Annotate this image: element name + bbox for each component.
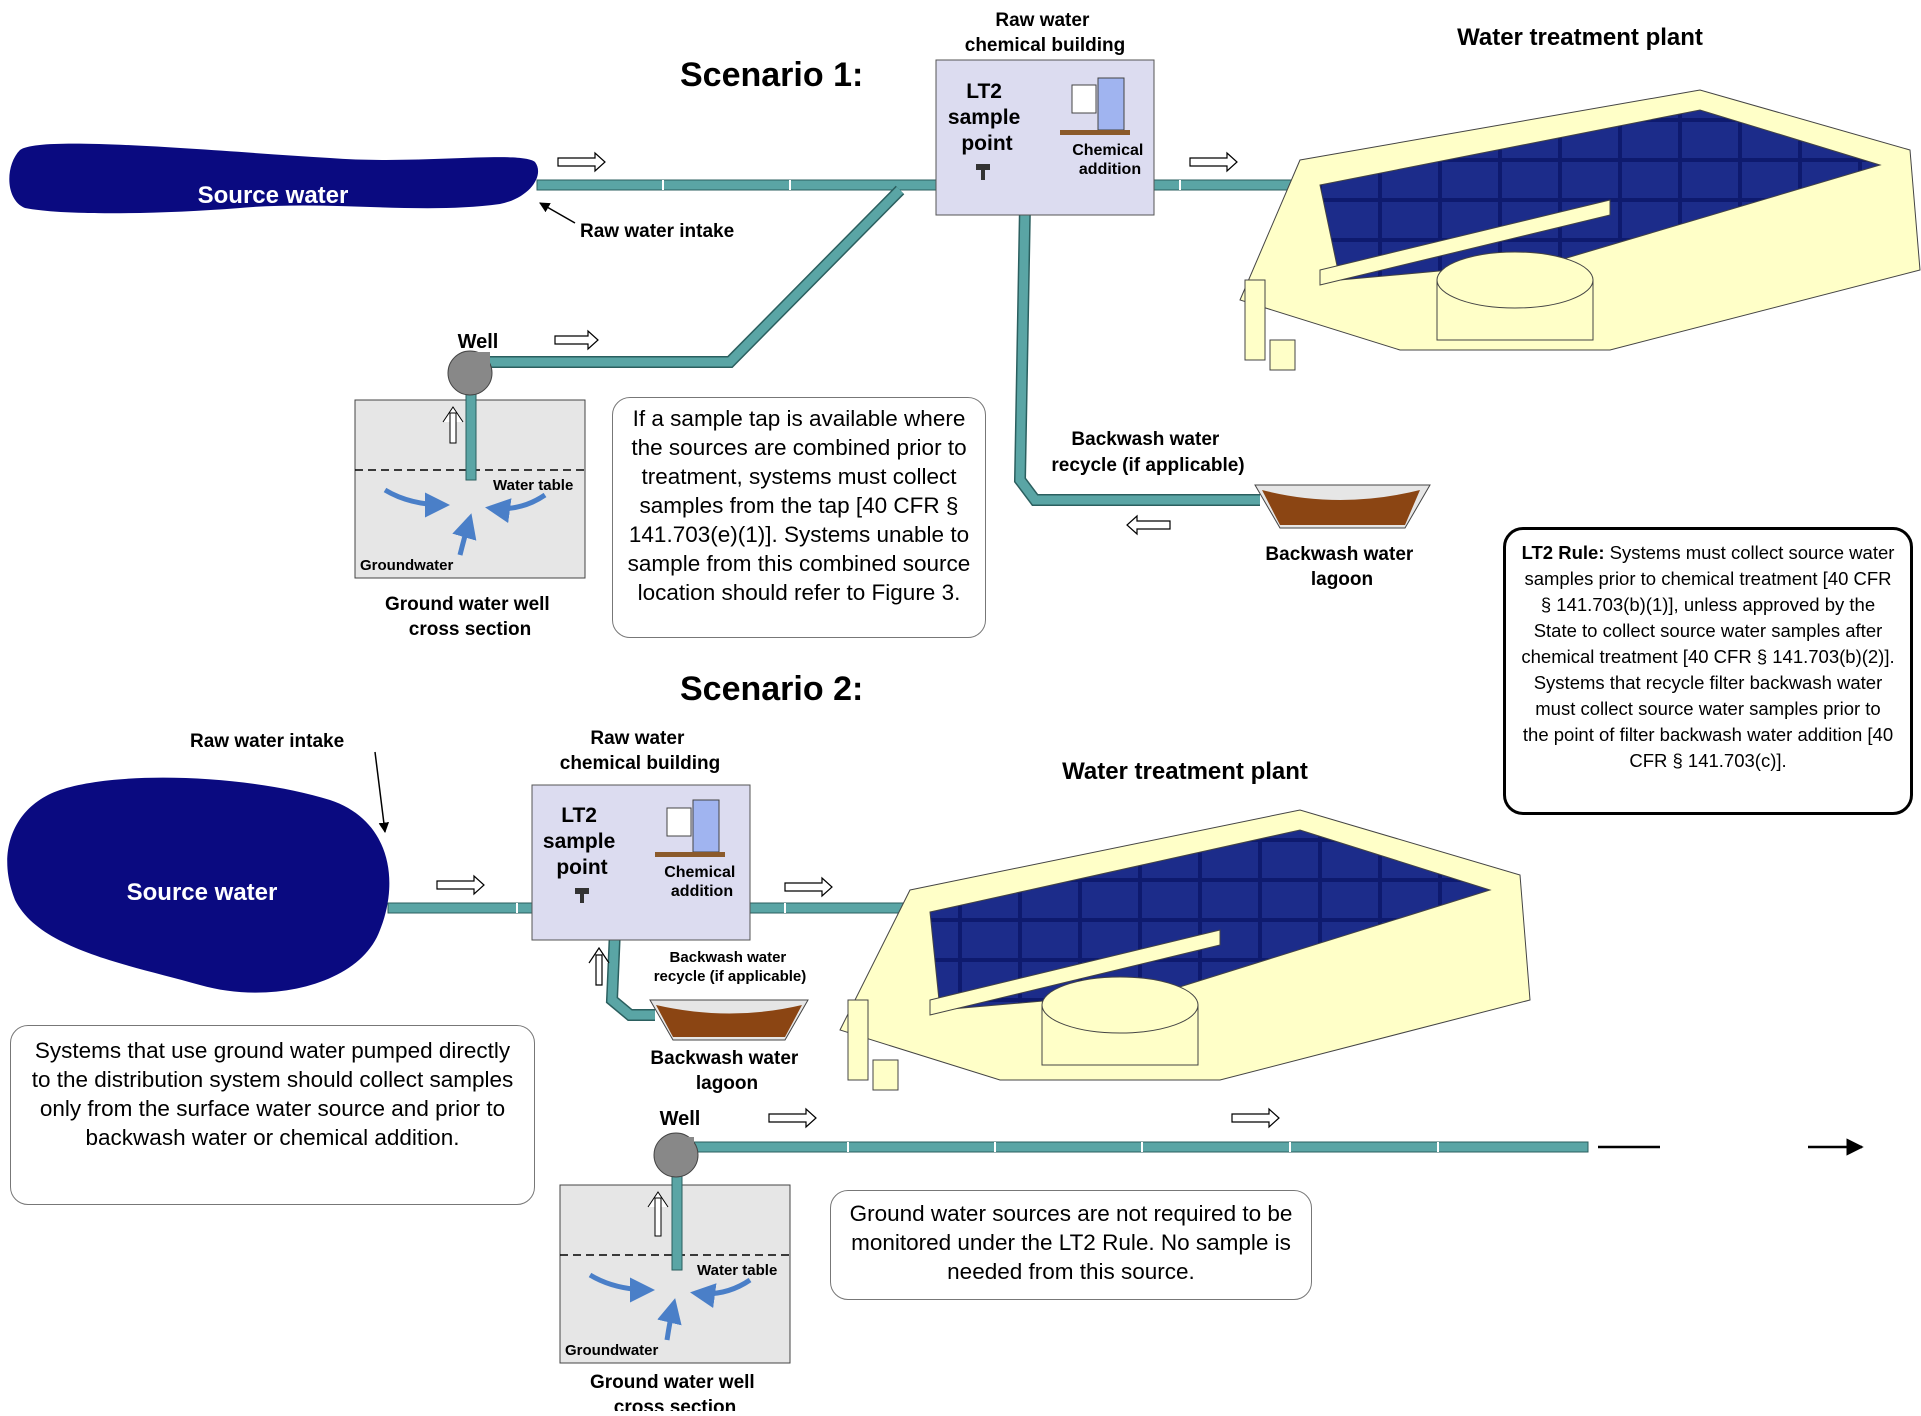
- scenario1-source-water-label: Source water: [198, 182, 349, 209]
- scenario1-source-water-body: [9, 143, 539, 214]
- scenario1-raw-water-intake-label: Raw water intake: [580, 221, 734, 242]
- scenario1-backwash-pipe: [1013, 185, 1260, 506]
- scenario2-ground-water-not-required-note: Ground water sources are not required to…: [830, 1190, 1312, 1300]
- lt2-rule-text: Systems must collect source water sample…: [1521, 542, 1895, 771]
- lt2-rule-label: LT2 Rule:: [1521, 542, 1605, 563]
- scenario1-chem-building-title: Raw water chemical building: [965, 10, 1125, 56]
- scenario2-water-table-label: Water table: [697, 1262, 777, 1279]
- scenario1-heading: Scenario 1:: [680, 56, 863, 94]
- scenario2-well-caption: Ground water well cross section: [590, 1372, 760, 1411]
- scenario2-backwash-recycle-label: Backwash water recycle (if applicable): [654, 949, 807, 985]
- scenario1-intake-pointer: [539, 202, 576, 224]
- scenario1-pump-icon: [447, 350, 493, 396]
- scenario1-lt2-sample-point: LT2 sample point: [948, 80, 1026, 155]
- scenario2-groundwater-label: Groundwater: [565, 1342, 659, 1359]
- scenario2-well-label: Well: [660, 1108, 701, 1130]
- scenario2-backwash-lagoon: [649, 999, 809, 1041]
- scenario1-groundwater-arrows: [383, 487, 547, 556]
- scenario2-lagoon-label: Backwash water lagoon: [650, 1048, 803, 1094]
- scenario1-well-caption: Ground water well cross section: [385, 594, 555, 640]
- scenario2-plant-title: Water treatment plant: [1062, 758, 1308, 785]
- scenario2-chemical-addition: Chemical addition: [664, 864, 740, 900]
- scenario1-plant-title: Water treatment plant: [1457, 24, 1703, 51]
- scenario2-pump-icon: [653, 1132, 699, 1178]
- scenario1-chemical-addition: Chemical addition: [1072, 142, 1148, 178]
- scenario1-backwash-recycle-label: Backwash water recycle (if applicable): [1051, 429, 1244, 476]
- scenario2-heading: Scenario 2:: [680, 670, 863, 708]
- scenario2-treatment-plant: [839, 809, 1531, 1091]
- scenario1-well-label: Well: [458, 331, 499, 353]
- scenario2-ground-water-pipe: [687, 1141, 1589, 1153]
- scenario2-raw-water-intake-label: Raw water intake: [190, 731, 344, 752]
- scenario1-well-pipe: [480, 185, 905, 368]
- scenario2-up-arrow: [647, 1191, 669, 1237]
- scenario1-up-arrow: [442, 406, 464, 444]
- scenario1-flow-arrows: [554, 151, 1238, 536]
- scenario2-intake-pointer: [374, 751, 390, 834]
- scenario1-groundwater-label: Groundwater: [360, 557, 454, 574]
- scenario1-sample-tap-icon: [976, 164, 990, 180]
- scenario1-treatment-plant: [1239, 89, 1921, 371]
- scenario1-main-pipe: [536, 179, 1308, 191]
- scenario1-water-table-label: Water table: [493, 477, 573, 494]
- scenario2-sample-tap-icon: [575, 888, 589, 903]
- lt2-rule-box: LT2 Rule: Systems must collect source wa…: [1503, 527, 1913, 815]
- scenario2-flow-arrows: [436, 874, 1280, 1129]
- scenario2-lt2-sample-point: LT2 sample point: [543, 804, 621, 879]
- scenario2-ground-water-direct-note: Systems that use ground water pumped dir…: [10, 1025, 535, 1205]
- scenario1-combined-source-note: If a sample tap is available where the s…: [612, 397, 986, 638]
- scenario2-source-water-body: [7, 777, 390, 993]
- scenario1-backwash-lagoon: [1254, 484, 1431, 529]
- scenario1-chemical-tank-icon: [1060, 77, 1130, 135]
- scenario2-groundwater-arrows: [588, 1272, 752, 1341]
- scenario1-lagoon-label: Backwash water lagoon: [1265, 544, 1418, 590]
- scenario2-chemical-tank-icon: [655, 799, 725, 857]
- scenario2-chem-building-title: Raw water chemical building: [560, 728, 720, 774]
- scenario2-source-water-label: Source water: [127, 879, 278, 906]
